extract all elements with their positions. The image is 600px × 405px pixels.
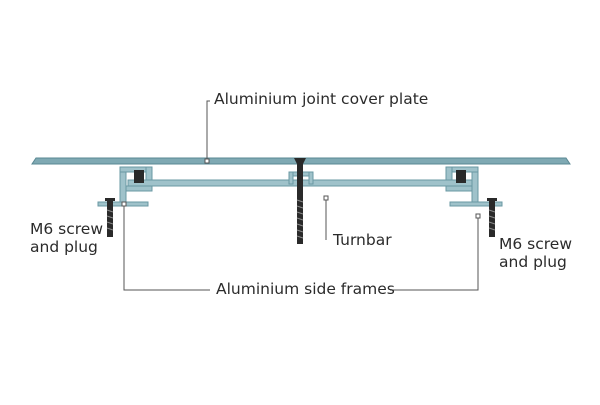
left-screw-label-line2: and plug: [30, 237, 98, 256]
left-screw-label-line1: M6 screw: [30, 220, 104, 238]
right-screw-label: M6 screw and plug: [499, 235, 573, 272]
left-screw-label: M6 screw and plug: [30, 220, 104, 257]
right-m6-screw: [487, 198, 497, 237]
right-screw-label-line1: M6 screw: [499, 235, 573, 253]
right-clip-block: [456, 170, 466, 183]
cover-plate-leader: [206, 100, 210, 161]
right-screw-label-line2: and plug: [499, 252, 567, 271]
side-frames-label: Aluminium side frames: [216, 280, 395, 298]
right-side-frame: [445, 166, 503, 207]
turnbar-label: Turnbar: [333, 231, 392, 249]
side-frames-leader-left: [123, 204, 210, 291]
cover-plate-label: Aluminium joint cover plate: [214, 90, 429, 108]
side-frames-leader-right: [390, 218, 479, 291]
leader-lines: [123, 100, 479, 291]
left-m6-screw: [105, 198, 115, 237]
leader-markers: [121, 158, 481, 219]
turnbar-bolt: [294, 158, 306, 244]
left-clip-block: [134, 170, 144, 183]
